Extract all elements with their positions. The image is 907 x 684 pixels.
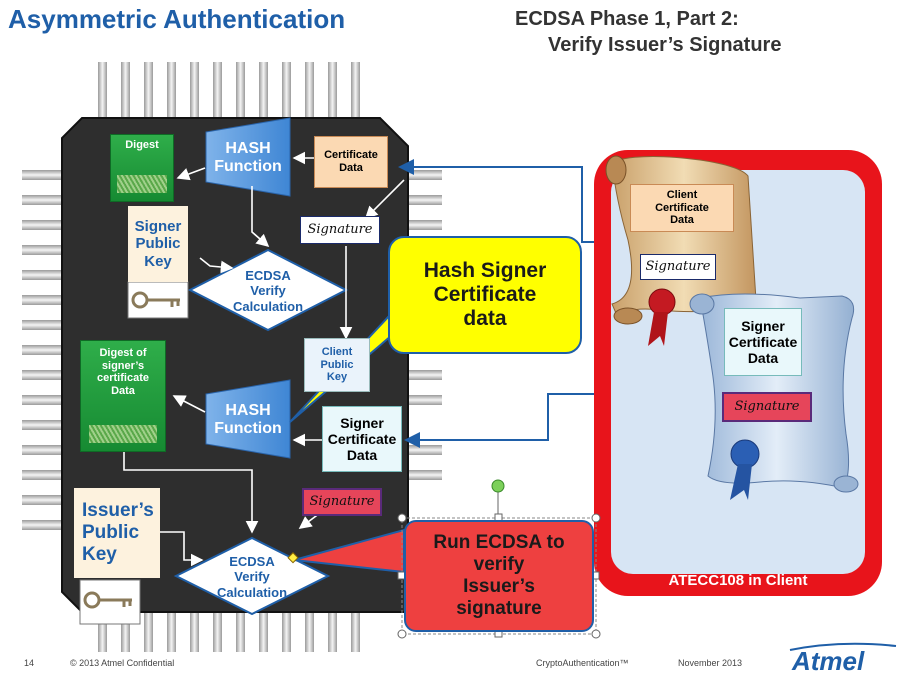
footer-date: November 2013 [678, 658, 743, 668]
hash-function-bottom: HASH Function [206, 394, 290, 446]
ecdsa-bottom-line3: Calculation [216, 584, 288, 600]
digest-label: Digest [125, 139, 159, 151]
dsc-line1: Digest of [99, 347, 147, 359]
chip-pins-bottom [98, 612, 360, 652]
hash-top-line2: Function [214, 158, 282, 175]
rec-line4: signature [456, 597, 542, 619]
ipk-line1: Issuer’s [82, 500, 154, 522]
hsc-line3: data [463, 307, 507, 331]
rec-line3: Issuer’s [463, 576, 535, 597]
scd-line2: Certificate [327, 430, 397, 447]
cpk-line2: Public [320, 358, 354, 371]
client-panel-label: ATECC108 in Client [668, 572, 808, 589]
ccd-line3: Data [670, 214, 694, 227]
client-signature: Signature [640, 254, 716, 280]
ecdsa-top-line2: Verify [250, 283, 286, 299]
hash-bottom-line1: HASH [225, 401, 271, 419]
copyright: © 2013 Atmel Confidential [70, 658, 175, 668]
dsc-line4: Data [111, 384, 135, 397]
ipk-line2: Public [82, 522, 140, 544]
atmel-logo: Atmel [792, 646, 865, 676]
chip-pins-right [402, 170, 442, 480]
hash-function-top: HASH Function [206, 132, 290, 184]
ecdsa-bottom-line2: Verify [234, 569, 270, 585]
product-name: CryptoAuthentication™ [536, 658, 629, 668]
spk-line3: Key [144, 252, 172, 270]
key-icon-top [127, 281, 189, 319]
red-seal-icon [648, 288, 676, 316]
scd-line3: Data [346, 447, 378, 464]
hsc-line1: Hash Signer [423, 258, 547, 282]
cert-data-line1: Certificate [324, 149, 378, 162]
chip-arrows [123, 151, 405, 567]
rec-line2: verify [473, 554, 525, 576]
hash-function-top-shape [205, 117, 291, 197]
signature-top: Signature [300, 216, 380, 244]
run-ecdsa-callout[interactable]: Run ECDSA to verify Issuer’s signature [404, 520, 594, 632]
client-public-key-box: Client Public Key [304, 338, 370, 392]
cpk-line1: Client [321, 346, 353, 359]
cpk-line3: Key [326, 371, 348, 384]
ecdsa-top-line3: Calculation [232, 298, 304, 314]
slide-title: Asymmetric Authentication [8, 4, 346, 34]
spk-line2: Public [135, 235, 181, 253]
blue-seal-icon [730, 439, 760, 469]
chip-pins-left [22, 170, 70, 530]
subtitle-line-2: Verify Issuer’s Signature [548, 34, 782, 56]
ecdsa-verify-bottom: ECDSA Verify Calculation [206, 554, 298, 600]
hash-signer-callout: Hash Signer Certificate data [388, 236, 582, 354]
ecdsa-top-line1: ECDSA [245, 267, 291, 283]
scd-line1: Signer [340, 414, 384, 431]
scp-line1: Signer [741, 317, 785, 334]
spk-line1: Signer [134, 218, 182, 236]
client-cert-data-box: Client Certificate Data [630, 184, 734, 232]
hsc-line2: Certificate [433, 282, 537, 306]
rec-line1: Run ECDSA to [433, 532, 565, 554]
digest-pattern [117, 175, 167, 193]
digest-signer-pattern [89, 425, 157, 443]
chip-pins-top [98, 62, 360, 120]
signer-cert-data-chip: Signer Certificate Data [322, 406, 402, 472]
signer-public-key-box: Signer Public Key [128, 206, 188, 282]
hash-function-bottom-shape [205, 379, 291, 459]
scp-line2: Certificate [728, 333, 798, 350]
subtitle-line-1: ECDSA Phase 1, Part 2: [515, 8, 739, 30]
digest-signer-cert-box: Digest of signer’s certificate Data [80, 340, 166, 452]
signature-bottom: Signature [302, 488, 382, 516]
hash-top-line1: HASH [225, 139, 271, 157]
signer-cert-data-panel: Signer Certificate Data [724, 308, 802, 376]
digest-box: Digest [110, 134, 174, 202]
atmel-logo-swoosh [789, 642, 897, 651]
ecdsa-bottom-line1: ECDSA [229, 553, 275, 569]
scp-line3: Data [747, 350, 779, 367]
signer-signature-panel: Signature [722, 392, 812, 422]
page-number: 14 [24, 658, 35, 668]
hash-bottom-line2: Function [214, 420, 282, 437]
dsc-line3: certificate [97, 372, 149, 385]
issuer-public-key-box: Issuer’s Public Key [74, 488, 160, 578]
key-icon-bottom [79, 579, 141, 625]
selection-handles [287, 479, 601, 639]
ccd-line2: Certificate [655, 201, 709, 214]
ecdsa-verify-top: ECDSA Verify Calculation [222, 268, 314, 314]
ccd-line1: Client [666, 189, 698, 202]
certificate-data-box: Certificate Data [314, 136, 388, 188]
ipk-line3: Key [82, 543, 117, 565]
cert-data-line2: Data [339, 162, 363, 174]
dsc-line2: signer’s [101, 359, 145, 372]
